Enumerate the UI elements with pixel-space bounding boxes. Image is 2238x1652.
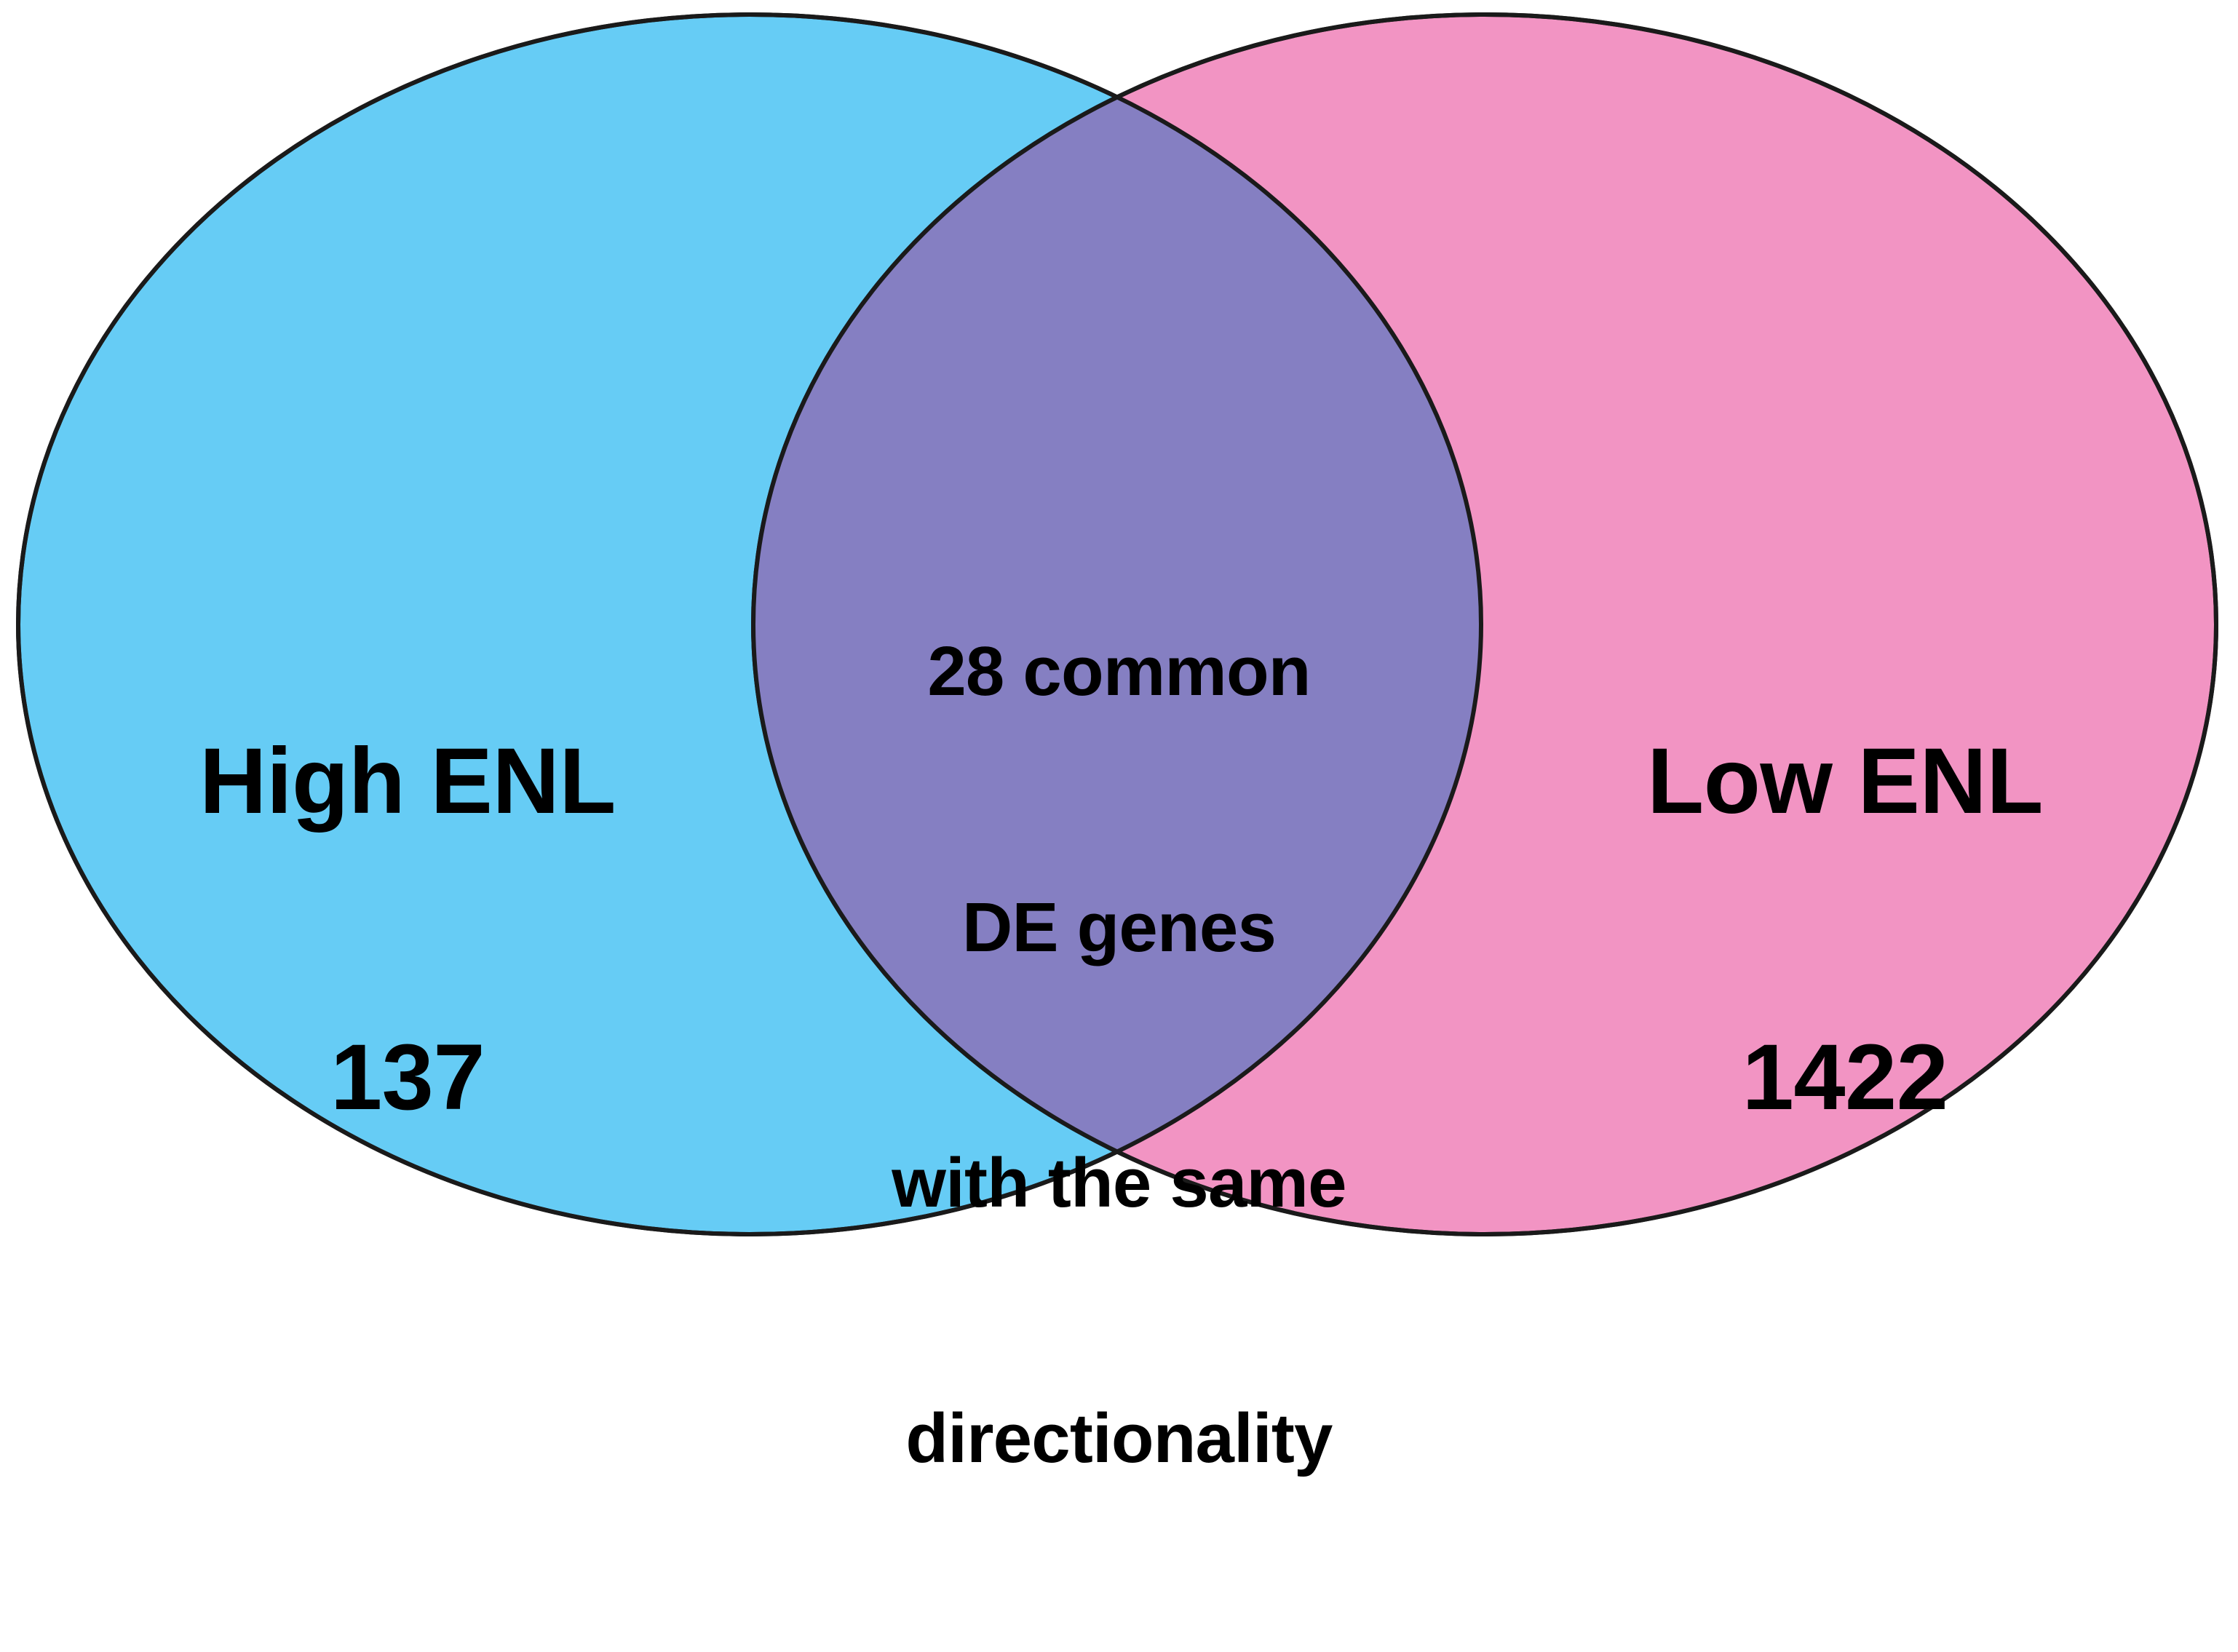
intersection-line-2: DE genes xyxy=(961,888,1277,966)
venn-diagram-canvas xyxy=(16,12,2218,1236)
venn-circle-left-outline xyxy=(16,12,1483,1236)
venn-label-intersection: 28 common DE genes with the same directi… xyxy=(848,458,1390,1652)
venn-intersection-region[interactable] xyxy=(753,15,2216,1234)
left-set-count: 137 xyxy=(330,1025,485,1130)
intersection-line-4: directionality xyxy=(905,1399,1333,1478)
venn-label-left-set: High ENL 137 xyxy=(153,535,662,1325)
venn-diagram-figure: High ENL 137 28 common DE genes with the… xyxy=(16,12,2218,1478)
right-set-count: 1422 xyxy=(1742,1025,1948,1130)
left-set-name: High ENL xyxy=(199,729,616,834)
venn-label-right-set: Low ENL 1422 xyxy=(1590,535,2100,1325)
intersection-line-3: with the same xyxy=(892,1143,1346,1222)
venn-circle-right-outline xyxy=(751,12,2218,1236)
intersection-line-1: 28 common xyxy=(927,632,1311,711)
right-set-name: Low ENL xyxy=(1647,729,2044,834)
